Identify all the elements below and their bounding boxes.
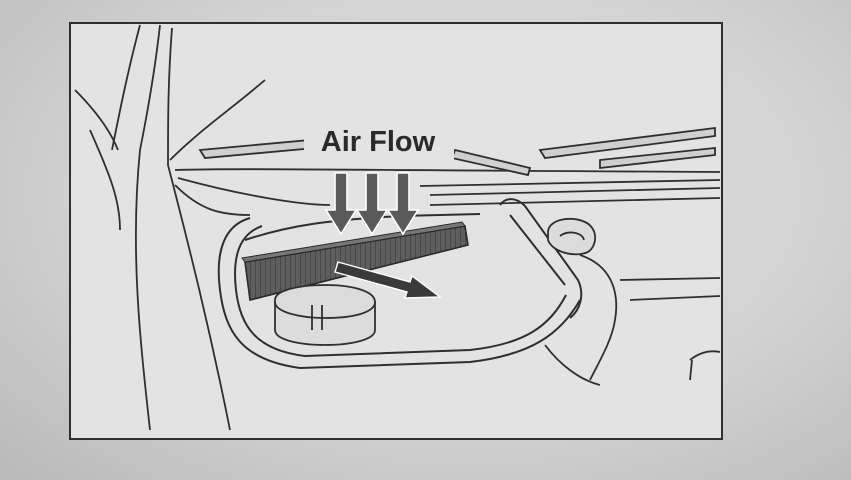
filter-housing: [217, 198, 583, 370]
diagram-frame: [69, 22, 723, 440]
airflow-arrow-1: [324, 172, 358, 236]
blower-cap: [274, 284, 376, 346]
airflow-arrow-3: [386, 172, 420, 236]
cabin-air-filter: [241, 221, 469, 301]
windshield-pillar: [74, 24, 231, 431]
air-flow-label: Air Flow: [321, 126, 436, 158]
airflow-arrow-2: [355, 172, 389, 236]
engine-components: [544, 218, 721, 386]
label-backdrop: [304, 122, 454, 160]
wiper-area: [169, 79, 721, 216]
airflow-arrows: [324, 172, 420, 236]
insert-direction-arrow: [334, 261, 443, 299]
